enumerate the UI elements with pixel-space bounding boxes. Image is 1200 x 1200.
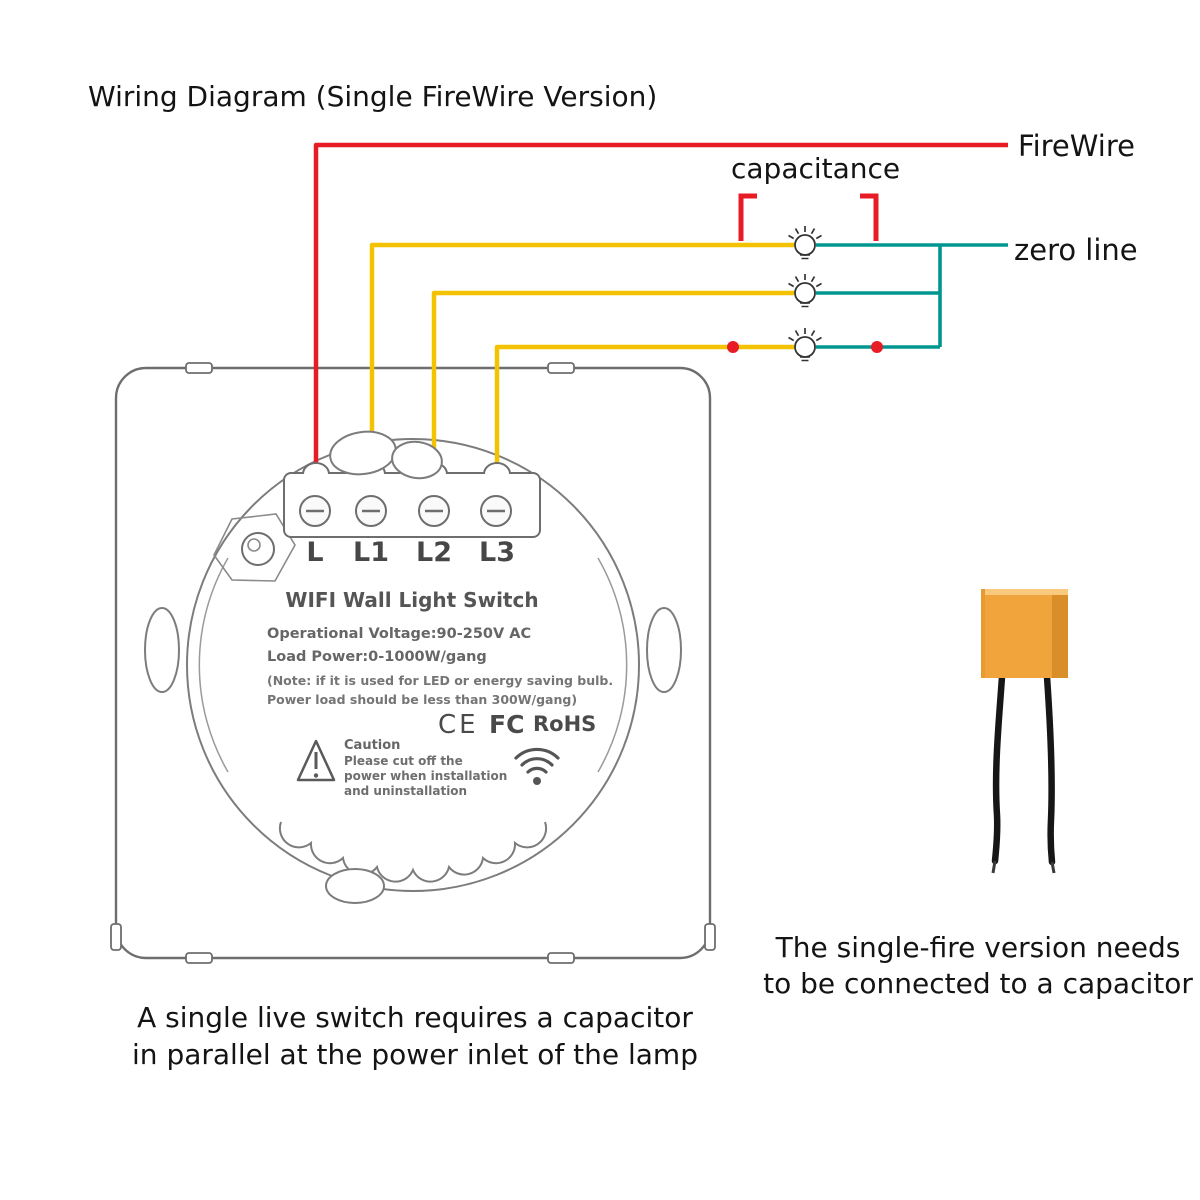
bottom-clip-tab <box>325 868 385 904</box>
zero-line-label: zero line <box>1014 233 1138 267</box>
caution-line-1: Please cut off the <box>344 754 463 768</box>
screw-plate <box>213 513 296 582</box>
caution-line-2: power when installation <box>344 769 507 783</box>
capacitance-bracket-right <box>860 193 879 241</box>
capacitor-lead-left <box>991 673 1006 865</box>
capacitor-body-edge <box>981 589 985 678</box>
warning-triangle-icon <box>296 739 336 782</box>
junction-dot-left <box>727 341 739 353</box>
rohs-mark: RoHS <box>533 712 596 736</box>
bottom-caption-line2: in parallel at the power inlet of the la… <box>132 1037 698 1071</box>
capacitor-caption-line2: to be connected to a capacitor <box>763 967 1193 1001</box>
screw-hole-inner <box>247 538 261 552</box>
inner-ring-right-arc <box>597 557 628 773</box>
capacitor-caption-line1: The single-fire version needs <box>775 931 1181 964</box>
capacitor-lead-tip-right <box>1050 861 1056 874</box>
capacitance-bracket-left <box>738 193 757 241</box>
capacitor-body-top <box>981 589 1068 595</box>
load-wire-l1 <box>369 242 794 467</box>
terminal-label-l2: L2 <box>416 537 452 568</box>
bottom-caption: A single live switch requires a capacito… <box>85 1000 745 1074</box>
capacitance-marks <box>738 193 879 241</box>
switch-print: L L1 L2 L3 WIFI Wall Light Switch Operat… <box>267 537 613 798</box>
lamp-icon <box>787 273 823 308</box>
wire-entry-hump <box>302 462 330 475</box>
terminal-label-l3: L3 <box>479 537 515 568</box>
mounting-tabs <box>110 362 716 964</box>
wires <box>313 142 1008 467</box>
wire-entry-hump <box>483 462 511 475</box>
terminal-screws <box>299 495 512 527</box>
load-wire-l3 <box>494 344 794 467</box>
junction-dot-right <box>871 341 883 353</box>
terminal-label-l1: L1 <box>353 537 389 568</box>
firewire-label: FireWire <box>1018 129 1135 163</box>
caution-title: Caution <box>344 738 400 753</box>
spec-line-1: Operational Voltage:90-250V AC <box>267 626 531 642</box>
inner-ring-left-arc <box>198 557 229 773</box>
spec-line-3: (Note: if it is used for LED or energy s… <box>267 673 613 688</box>
capacitor-lead-right <box>1043 673 1056 866</box>
ce-mark: CE <box>438 710 479 740</box>
product-name: WIFI Wall Light Switch <box>285 588 538 612</box>
mounting-ring <box>186 438 640 892</box>
right-clip-tab <box>646 607 682 693</box>
scalloped-edge <box>278 821 548 883</box>
wifi-icon-dot <box>533 777 541 785</box>
caution-line-3: and uninstallation <box>344 784 467 798</box>
cable-grommet-right <box>391 440 443 480</box>
capacitor-lead-tip-left <box>991 860 997 874</box>
page-title: Wiring Diagram (Single FireWire Version) <box>88 80 658 113</box>
capacitor-body <box>981 589 1068 678</box>
load-wire-l2 <box>431 290 794 467</box>
spec-line-4: Power load should be less than 300W/gang… <box>267 692 577 707</box>
capacitance-label: capacitance <box>731 152 901 185</box>
capacitor <box>981 589 1068 874</box>
warning-exclamation-dot <box>313 773 319 778</box>
capacitor-caption: The single-fire version needs to be conn… <box>752 930 1200 1003</box>
bottom-caption-line1: A single live switch requires a capacito… <box>137 1001 693 1034</box>
switch-panel <box>110 362 716 964</box>
spec-line-2: Load Power:0-1000W/gang <box>267 649 487 665</box>
fcc-mark: FC <box>489 710 524 739</box>
left-clip-tab <box>144 607 180 693</box>
firewire-wire <box>313 142 1008 467</box>
terminal-block <box>283 430 541 538</box>
terminal-label-l: L <box>306 537 323 568</box>
wifi-icon <box>514 747 560 774</box>
capacitor-body-fold <box>1052 589 1068 678</box>
lamp-icon <box>787 327 823 362</box>
lamp-icon <box>787 225 823 260</box>
